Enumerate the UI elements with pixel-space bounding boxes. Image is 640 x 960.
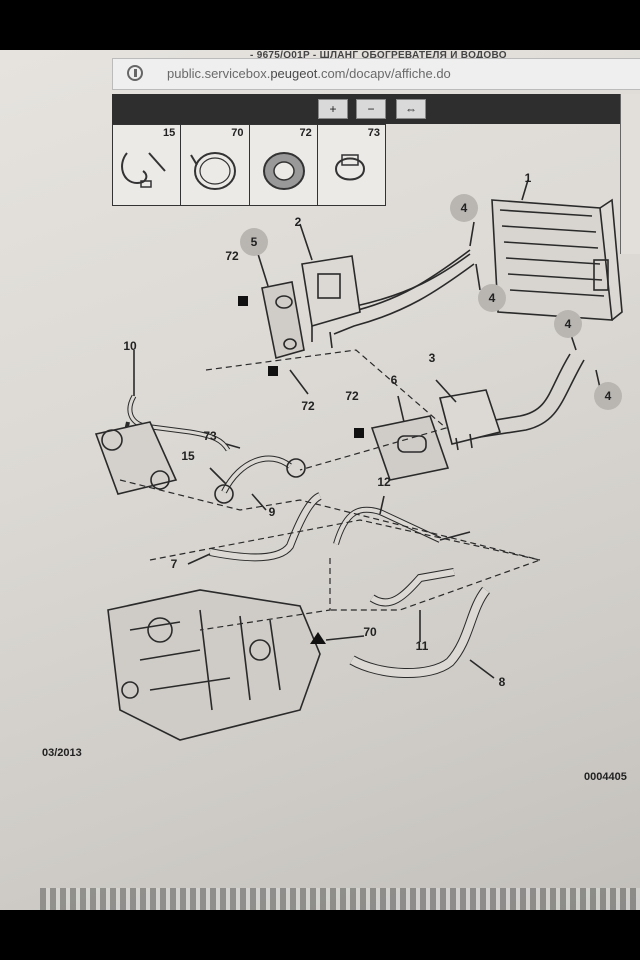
document-photo: - 9675/Q01P - ШЛАНГ ОБОГРЕВАТЕЛЯ И ВОДОВ… <box>0 50 640 910</box>
thumbnail-number: 73 <box>367 127 380 139</box>
seal-ring-icon <box>262 152 305 190</box>
thumbnail-number: 70 <box>231 127 244 139</box>
callout-5: 5 <box>240 228 268 256</box>
thumbnail-73: 73 <box>318 125 385 205</box>
url-bar: public.servicebox.peugeot.com/docapv/aff… <box>112 58 640 90</box>
side-panel-edge <box>620 94 640 254</box>
zoom-fit-button: ⇔ <box>396 99 426 119</box>
thumbnail-number: 15 <box>163 127 176 139</box>
callout-4b: 4 <box>478 284 506 312</box>
document-header-text: - 9675/Q01P - ШЛАНГ ОБОГРЕВАТЕЛЯ И ВОДОВ… <box>250 50 507 61</box>
reference-number: 0004405 <box>584 771 627 783</box>
callout-70: 70 <box>363 625 377 639</box>
callout-10: 10 <box>123 339 137 353</box>
callout-8: 8 <box>498 675 506 689</box>
thumbnail-number: 72 <box>299 127 312 139</box>
thumbnail-15: 15 <box>113 125 182 205</box>
callout-72c: 72 <box>345 389 359 403</box>
callout-15: 15 <box>181 449 195 463</box>
callout-11: 11 <box>415 639 429 653</box>
page-bottom-edge <box>40 888 640 910</box>
callout-7: 7 <box>170 557 178 571</box>
callout-6: 6 <box>390 373 398 387</box>
clamp-band-icon <box>190 152 237 190</box>
parts-thumbnail-strip: 15 70 72 73 <box>112 124 386 206</box>
callout-72b: 72 <box>301 399 315 413</box>
site-info-icon <box>127 65 143 81</box>
url-text: public.servicebox.peugeot.com/docapv/aff… <box>167 66 451 81</box>
callout-73: 73 <box>203 429 217 443</box>
heater-matrix <box>491 198 623 321</box>
zoom-in-button: + <box>318 99 348 119</box>
callout-4a: 4 <box>450 194 478 222</box>
callout-4c: 4 <box>554 310 582 338</box>
zoom-out-button: − <box>356 99 386 119</box>
callout-72a: 72 <box>225 249 239 263</box>
spring-clip-icon <box>334 154 365 181</box>
thumbnail-70: 70 <box>181 125 250 205</box>
date-label: 03/2013 <box>42 747 82 759</box>
callout-3: 3 <box>428 351 436 365</box>
thumbnail-72: 72 <box>250 125 318 205</box>
diagram-toolbar: + − ⇔ <box>112 94 622 124</box>
callout-12: 12 <box>377 475 391 489</box>
heater-hose-diagram <box>94 179 623 741</box>
callout-4d: 4 <box>594 382 622 410</box>
callout-1: 1 <box>524 171 532 185</box>
callout-9: 9 <box>268 505 276 519</box>
callout-2: 2 <box>294 215 302 229</box>
hose-clip-icon <box>121 152 166 188</box>
